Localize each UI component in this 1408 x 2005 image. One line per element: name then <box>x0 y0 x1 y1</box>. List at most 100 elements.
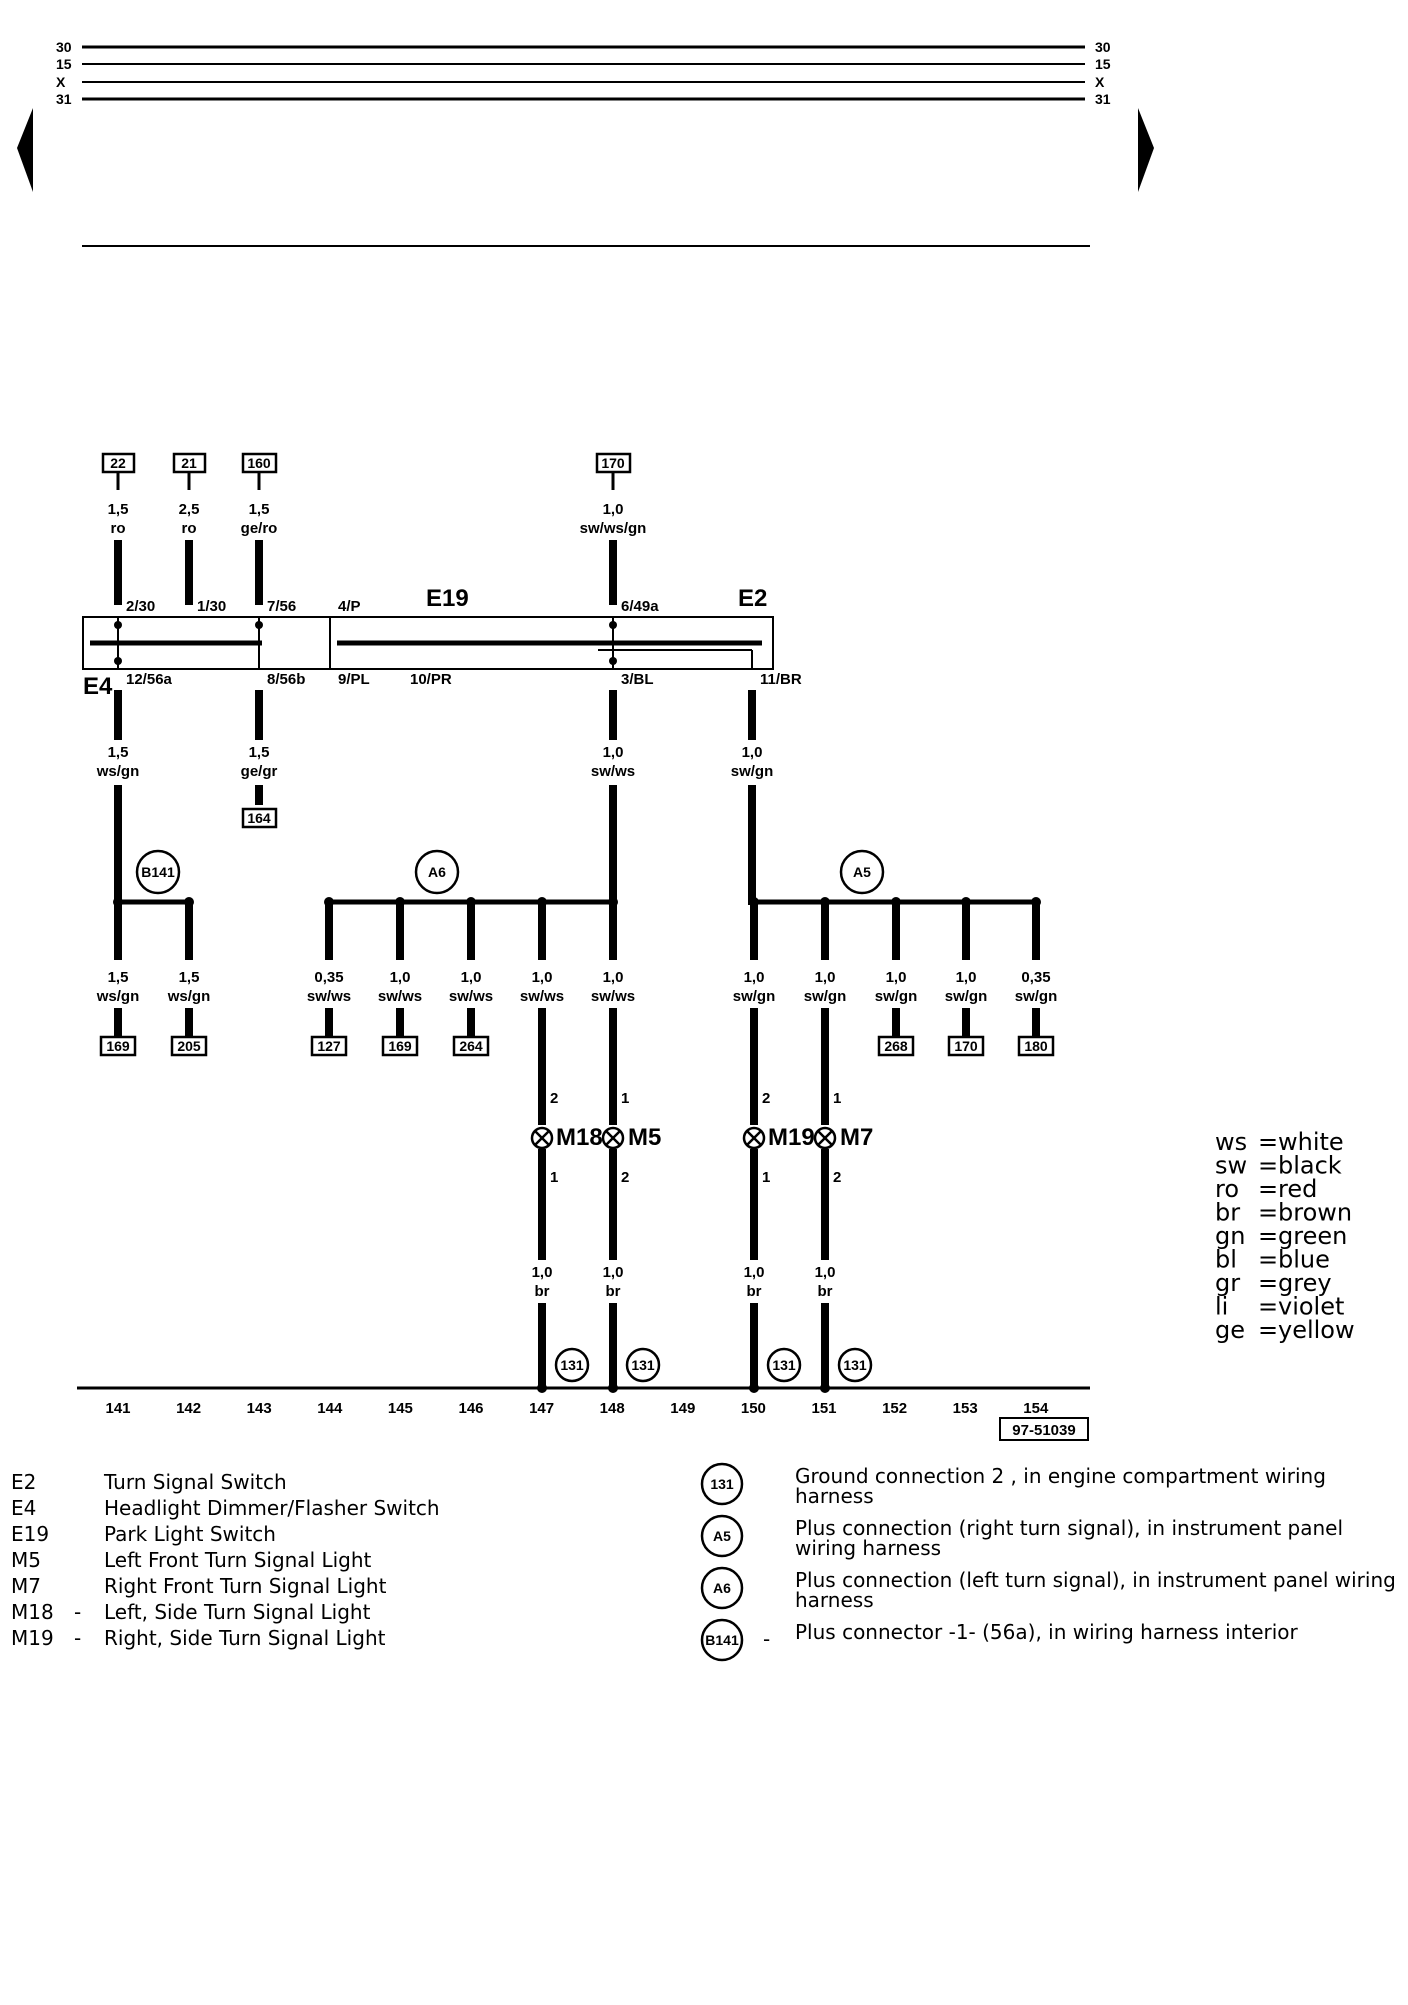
wire-color-label: sw/gn <box>733 988 776 1005</box>
prev-page-arrow-icon[interactable] <box>17 108 33 192</box>
pin-label: 12/56a <box>126 671 173 688</box>
ground-connection-131: 131 <box>625 1347 661 1383</box>
color-name: green <box>1278 1222 1347 1250</box>
svg-text:B141: B141 <box>705 1632 739 1648</box>
ground-node <box>537 1383 547 1393</box>
component-label-m19: M19 <box>768 1124 815 1151</box>
color-name: white <box>1278 1128 1344 1156</box>
next-page-arrow-icon[interactable] <box>1138 108 1154 192</box>
ref-box-160: 160 <box>247 455 271 471</box>
color-name: violet <box>1278 1293 1344 1321</box>
legend-desc: Plus connection (left turn signal), in i… <box>795 1568 1396 1592</box>
ref-box-22: 22 <box>110 455 126 471</box>
legend-desc: Left Front Turn Signal Light <box>104 1548 372 1572</box>
connector-b141: B141 <box>135 849 181 895</box>
component-label-e4: E4 <box>83 673 113 700</box>
grid-number: 154 <box>1023 1400 1049 1417</box>
wire-color-label: br <box>818 1283 833 1300</box>
legend-desc-cont: harness <box>795 1484 874 1508</box>
svg-text:131: 131 <box>843 1357 867 1373</box>
legend-desc: Right Front Turn Signal Light <box>104 1574 387 1598</box>
wire-size-label: 1,0 <box>744 1264 765 1281</box>
wire-size-label: 1,0 <box>815 1264 836 1281</box>
power-rails: 30 15 X 31 30 15 X 31 <box>56 39 1111 107</box>
wire-size-label: 1,0 <box>532 969 553 986</box>
ref-box-21: 21 <box>181 455 197 471</box>
ref-box-164: 164 <box>247 810 271 826</box>
color-equals: = <box>1258 1152 1278 1180</box>
ground-connection-131: 131 <box>766 1347 802 1383</box>
wire-size-label: 0,35 <box>1021 969 1050 986</box>
rail-label-15-left: 15 <box>56 56 72 72</box>
color-code: li <box>1215 1293 1228 1321</box>
rail-label-31-left: 31 <box>56 91 72 107</box>
wire-size-label: 1,5 <box>108 501 129 518</box>
lamp-icon <box>601 1126 625 1388</box>
ground-node <box>608 1383 618 1393</box>
ref-box: 169 <box>106 1038 130 1054</box>
wire-color-label: sw/ws <box>307 988 351 1005</box>
legend-desc: Right, Side Turn Signal Light <box>104 1626 386 1650</box>
pin-label: 3/BL <box>621 671 654 688</box>
wire-color-label: br <box>535 1283 550 1300</box>
wire-size-label: 1,0 <box>886 969 907 986</box>
legend-code: M5 <box>11 1548 41 1572</box>
svg-text:A5: A5 <box>853 864 871 880</box>
pin-label: 1/30 <box>197 598 226 615</box>
grid-number: 151 <box>811 1400 836 1417</box>
legend-desc: Plus connector -1- (56a), in wiring harn… <box>795 1620 1299 1644</box>
grid-number: 150 <box>741 1400 766 1417</box>
color-equals: = <box>1258 1293 1278 1321</box>
color-equals: = <box>1258 1199 1278 1227</box>
legend-symbol: A5 <box>700 1514 744 1558</box>
wire-color-label: ws/gn <box>96 988 140 1005</box>
pin-label: 1 <box>621 1090 629 1107</box>
wire-size-label: 1,5 <box>179 969 200 986</box>
wire-color-label: sw/ws/gn <box>580 520 647 537</box>
ref-box: 180 <box>1024 1038 1048 1054</box>
legend-dash: - <box>74 1600 81 1624</box>
pin-label: 11/BR <box>760 671 802 688</box>
legend-desc: Left, Side Turn Signal Light <box>104 1600 371 1624</box>
component-label-m7: M7 <box>840 1124 873 1151</box>
color-equals: = <box>1258 1316 1278 1344</box>
rail-label-31-right: 31 <box>1095 91 1111 107</box>
wire-size-label: 1,5 <box>249 501 270 518</box>
wire-color-label: br <box>606 1283 621 1300</box>
switch-input-wires <box>114 540 617 605</box>
legend-code: M18 <box>11 1600 54 1624</box>
legend-code: M19 <box>11 1626 54 1650</box>
grid-number: 142 <box>176 1400 201 1417</box>
ref-box: 268 <box>884 1038 908 1054</box>
color-code: gr <box>1215 1269 1240 1297</box>
color-name: red <box>1278 1175 1317 1203</box>
wire-color-label: ge/ro <box>241 520 278 537</box>
grid-number: 153 <box>953 1400 978 1417</box>
ref-box: 127 <box>317 1038 341 1054</box>
ground-node <box>749 1383 759 1393</box>
wire-color-label: br <box>747 1283 762 1300</box>
pin-label: 1 <box>762 1169 770 1186</box>
rail-label-15-right: 15 <box>1095 56 1111 72</box>
diagram-id: 97-51039 <box>1012 1422 1075 1439</box>
grid-number: 143 <box>247 1400 272 1417</box>
wire-color-label: sw/gn <box>875 988 918 1005</box>
legend-symbol: B141 <box>700 1618 744 1662</box>
color-code: ws <box>1215 1128 1247 1156</box>
ref-box-170: 170 <box>601 455 625 471</box>
legend-code: E2 <box>11 1470 36 1494</box>
ref-box: 264 <box>459 1038 483 1054</box>
wire-color-label: sw/ws <box>591 763 635 780</box>
component-label-e2: E2 <box>738 585 767 612</box>
color-name: black <box>1278 1152 1342 1180</box>
connector-a5: A5 <box>839 849 885 895</box>
color-equals: = <box>1258 1222 1278 1250</box>
wire-color-label: ws/gn <box>96 763 140 780</box>
color-code: gn <box>1215 1222 1245 1250</box>
pin-label: 2 <box>833 1169 841 1186</box>
ground-connection-131: 131 <box>554 1347 590 1383</box>
legend-desc-cont: wiring harness <box>795 1536 941 1560</box>
wire-size-label: 1,0 <box>603 969 624 986</box>
svg-text:131: 131 <box>631 1357 655 1373</box>
